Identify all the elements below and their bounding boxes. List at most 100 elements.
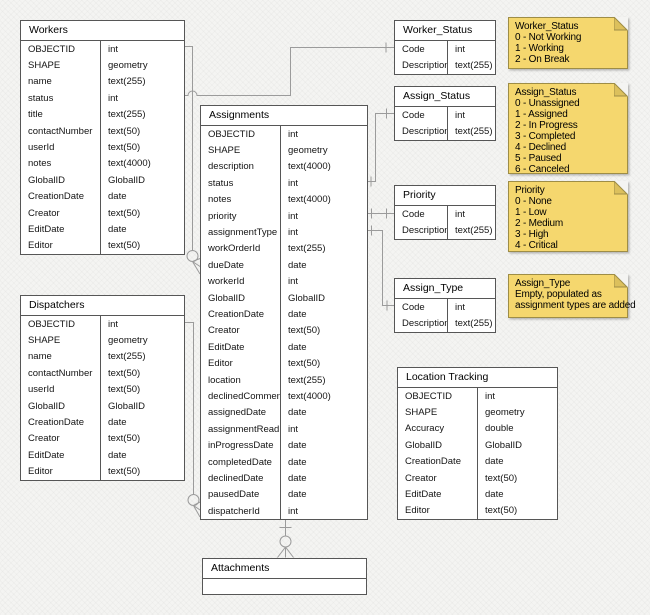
field-name: Description [395,222,448,239]
field-name: contactNumber [21,365,101,382]
entity-attachments[interactable]: Attachments [202,558,367,595]
field-name: description [201,158,281,176]
connector-assignments-priority[interactable] [368,208,394,219]
field-type: text(255) [288,374,326,386]
connector-dispatchers-assignments[interactable] [185,322,201,518]
connector-workers-assignments[interactable] [185,46,201,275]
field-row[interactable] [203,579,366,594]
field-type: date [108,191,127,203]
connector-assignments-assigntype[interactable] [368,225,394,311]
zero-cardinality-icon [279,535,292,548]
note-line: 6 - Canceled [515,164,570,175]
field-type: int [288,423,299,435]
connector-assignments-attachments[interactable] [277,518,294,558]
connector-assignments-assignstatus[interactable] [368,108,394,187]
connector-workers-workerstatus[interactable] [185,42,394,96]
field-name: CreationDate [21,188,101,205]
field-name: Creator [398,469,478,487]
field-row[interactable]: CreationDate date [21,188,184,205]
field-type: text(50) [108,142,141,154]
note-line: 5 - Paused [515,153,562,164]
entity-title-worker-status: Worker_Status [395,21,495,41]
note-line: 1 - Working [515,43,564,54]
field-type: text(50) [108,240,141,252]
